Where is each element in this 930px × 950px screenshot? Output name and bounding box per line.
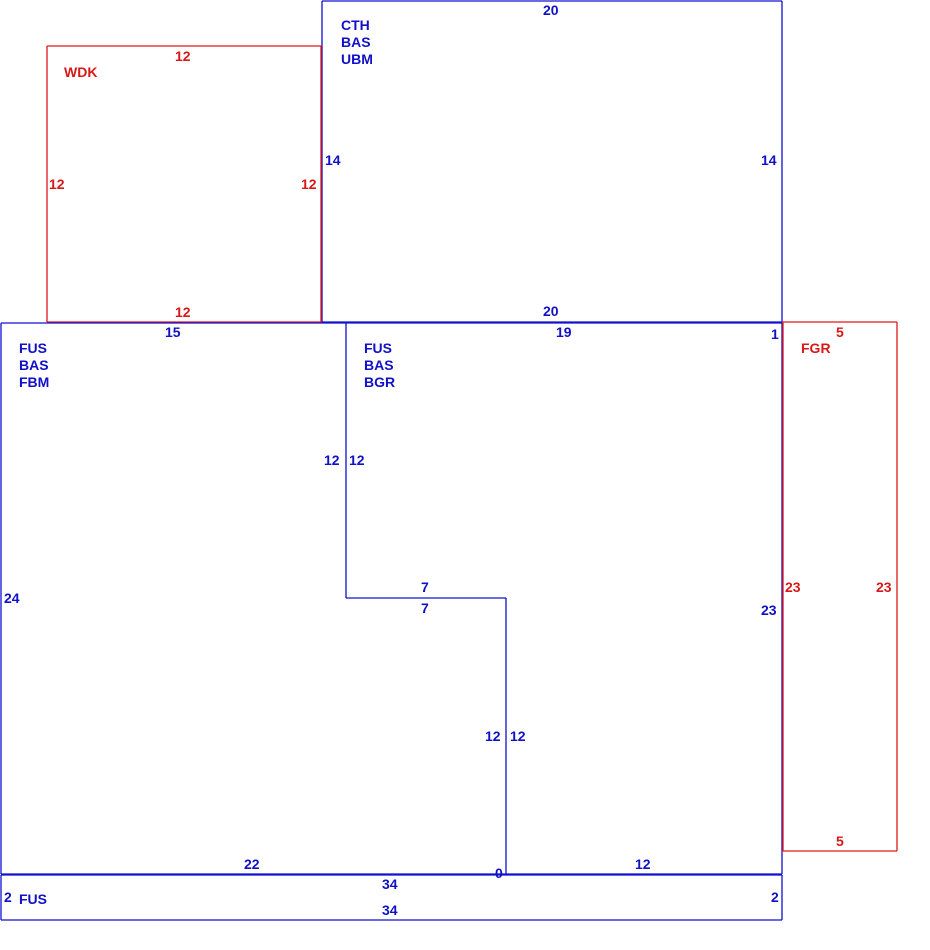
wdk-right-dim: 12 — [301, 176, 317, 192]
zero-dim: 0 — [495, 865, 503, 881]
fus-left-top-dim: 15 — [165, 324, 181, 340]
interior-right-dim-lower: 12 — [510, 728, 526, 744]
cth-top-dim: 20 — [543, 2, 559, 18]
fus-bottom-right-dim: 2 — [771, 889, 779, 905]
wdk-area: WDK 12 12 12 12 — [46, 45, 322, 323]
fus-right-area: FUS BAS BGR 19 1 23 12 — [346, 322, 783, 875]
interior-right-dim-upper: 12 — [349, 452, 365, 468]
fus-bottom-area: FUS 34 34 2 2 — [0, 874, 783, 921]
cth-label-2: BAS — [341, 34, 371, 50]
wdk-left-dim: 12 — [49, 176, 65, 192]
wdk-bottom-dim: 12 — [175, 304, 191, 320]
fus-right-label-2: BAS — [364, 357, 394, 373]
fgr-bottom-dim: 5 — [836, 833, 844, 849]
fgr-left-dim: 23 — [785, 579, 801, 595]
fus-bottom-left-dim: 2 — [4, 889, 12, 905]
cth-left-dim: 14 — [325, 152, 341, 168]
cth-label-3: UBM — [341, 51, 373, 67]
fus-right-top-dim: 19 — [556, 324, 572, 340]
fgr-area: FGR 5 23 23 5 — [782, 321, 898, 852]
fus-right-label-1: FUS — [364, 340, 392, 356]
fgr-top-dim: 5 — [836, 324, 844, 340]
cth-right-dim: 14 — [761, 152, 777, 168]
fus-left-label-3: FBM — [19, 374, 49, 390]
wdk-top-dim: 12 — [175, 48, 191, 64]
fus-left-label-1: FUS — [19, 340, 47, 356]
fus-bottom-top-dim: 34 — [382, 876, 398, 892]
interior-wall: 12 12 7 7 12 12 0 — [324, 323, 526, 881]
fgr-label: FGR — [801, 340, 831, 356]
fus-right-bottom-dim: 12 — [635, 856, 651, 872]
fus-left-area: FUS BAS FBM 15 24 22 — [0, 322, 506, 875]
fus-bottom-label: FUS — [19, 891, 47, 907]
fus-right-one-dim: 1 — [771, 326, 779, 342]
fus-left-label-2: BAS — [19, 357, 49, 373]
fgr-right-dim: 23 — [876, 579, 892, 595]
fus-right-side-dim: 23 — [761, 602, 777, 618]
cth-label-1: CTH — [341, 17, 370, 33]
wdk-label: WDK — [64, 64, 97, 80]
interior-left-dim-lower: 12 — [485, 728, 501, 744]
interior-left-dim-upper: 12 — [324, 452, 340, 468]
cth-bottom-dim: 20 — [543, 303, 559, 319]
fus-left-bottom-dim: 22 — [244, 856, 260, 872]
interior-top-dim-7: 7 — [421, 579, 429, 595]
cth-area: CTH BAS UBM 20 14 14 20 — [321, 0, 783, 323]
fus-left-side-dim: 24 — [4, 590, 20, 606]
interior-bottom-dim-7: 7 — [421, 600, 429, 616]
fus-right-label-3: BGR — [364, 374, 395, 390]
fus-bottom-bottom-dim: 34 — [382, 902, 398, 918]
